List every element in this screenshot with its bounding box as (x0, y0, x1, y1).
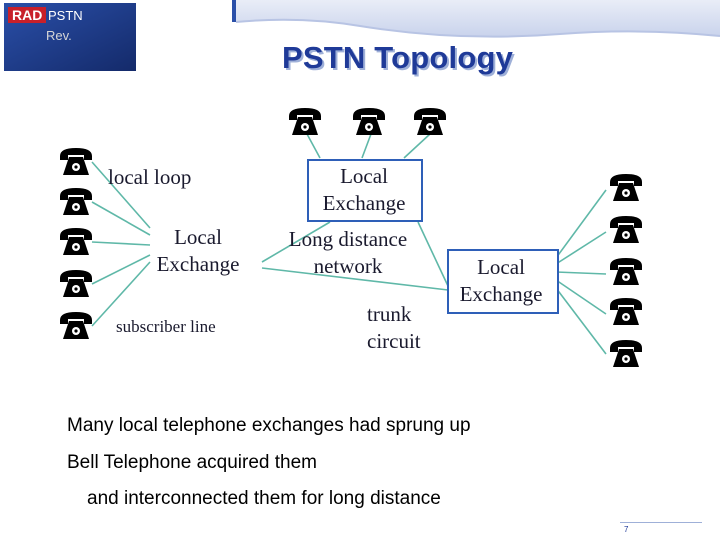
local-loop-label: local loop (108, 164, 191, 191)
center-exchange-text: Local Exchange (323, 164, 406, 215)
telephone-icon (60, 228, 92, 255)
subscriber-line-label: subscriber line (116, 313, 216, 340)
telephone-icon (60, 188, 92, 215)
telephone-icon-right-group (610, 174, 642, 367)
left-exchange-label: Local Exchange (146, 224, 250, 278)
long-distance-label: Long distance network (276, 226, 420, 280)
page-number: 7 (620, 522, 702, 539)
center-exchange-label: Local Exchange (309, 163, 419, 217)
telephone-icon (60, 312, 92, 339)
caption-line-2: Bell Telephone acquired them (67, 451, 317, 475)
long-distance-text: Long distance network (289, 227, 407, 278)
trunk-circuit-text: trunk circuit (367, 302, 421, 353)
telephone-icon (60, 148, 92, 175)
right-exchange-text: Local Exchange (460, 255, 543, 306)
telephone-icon (610, 258, 642, 285)
trunk-circuit-label: trunk circuit (367, 301, 421, 355)
top-subscriber-lines (307, 134, 430, 158)
left-exchange-text: Local Exchange (157, 225, 240, 276)
telephone-icon-left-group (60, 148, 92, 339)
telephone-icon (610, 298, 642, 325)
telephone-icon (289, 108, 321, 135)
caption-line-1: Many local telephone exchanges had sprun… (67, 414, 471, 438)
telephone-icon (353, 108, 385, 135)
telephone-icon (414, 108, 446, 135)
telephone-icon-top-group (289, 108, 446, 135)
telephone-icon (610, 216, 642, 243)
telephone-icon (60, 270, 92, 297)
right-exchange-label: Local Exchange (449, 254, 553, 308)
telephone-icon (610, 340, 642, 367)
caption-line-3: and interconnected them for long distanc… (87, 487, 441, 511)
right-subscriber-lines (556, 190, 606, 354)
telephone-icon (610, 174, 642, 201)
